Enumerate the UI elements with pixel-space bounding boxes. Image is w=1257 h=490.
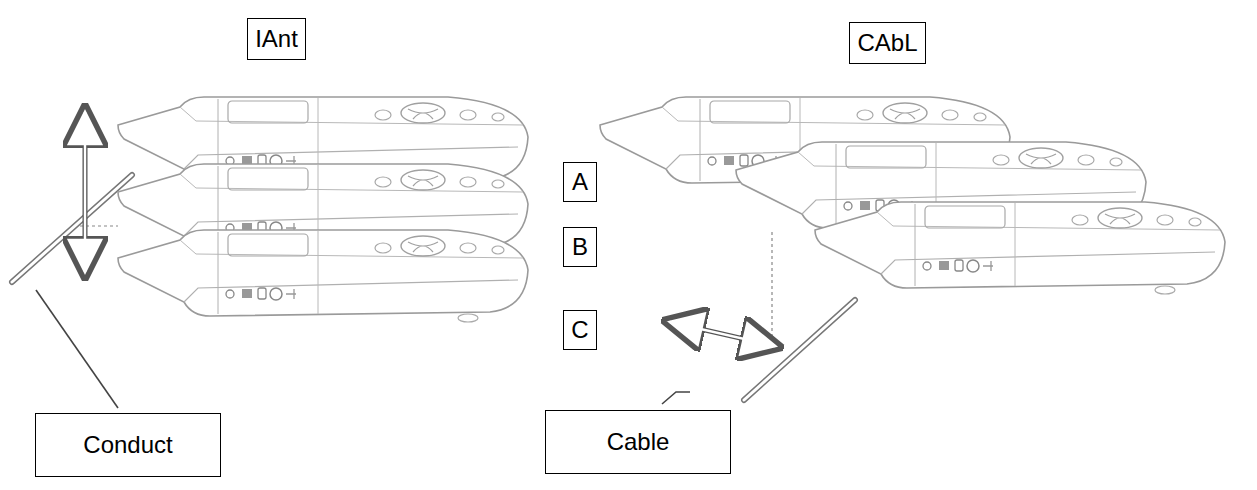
label-box: Cable — [545, 410, 731, 474]
label-text: A — [572, 170, 588, 194]
label-box: A — [563, 162, 597, 202]
label-text: CAbL — [857, 31, 917, 55]
label-text: IAnt — [255, 27, 298, 51]
label-text: Cable — [607, 430, 670, 454]
label-text: B — [572, 235, 588, 259]
label-box: CAbL — [849, 22, 926, 64]
label-text: C — [571, 318, 588, 342]
label-box: B — [563, 227, 597, 267]
label-box: IAnt — [247, 18, 306, 60]
label-box: C — [563, 310, 597, 350]
label-box: Conduct — [35, 413, 221, 477]
label-text: Conduct — [83, 433, 172, 457]
